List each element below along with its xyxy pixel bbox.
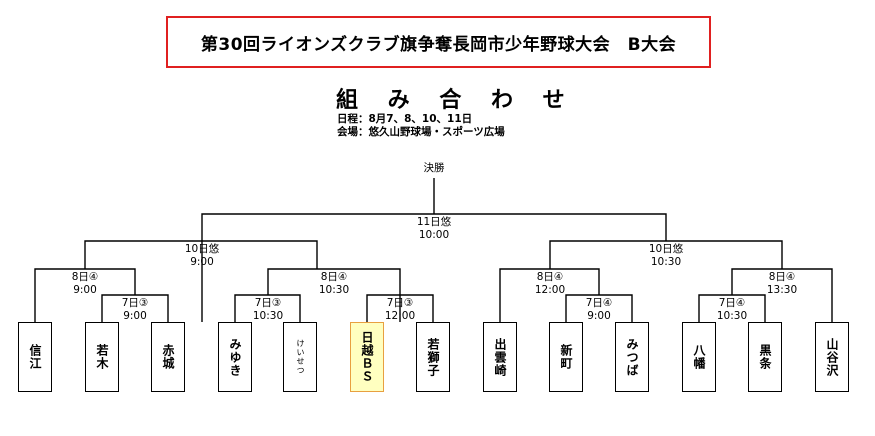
team-name: 八幡 bbox=[692, 344, 706, 370]
semi-left-line bbox=[84, 240, 318, 269]
r1-line bbox=[101, 294, 169, 322]
r4-date: 7日④ bbox=[585, 297, 613, 309]
semi-right-time: 10:30 bbox=[650, 256, 682, 268]
bracket-heading: 組 み 合 わ せ bbox=[336, 88, 576, 113]
team-box-nobue: 信江 bbox=[18, 322, 52, 392]
q4-line bbox=[731, 268, 833, 322]
team-box-miyuki: みゆき bbox=[218, 322, 252, 392]
r3-date: 7日③ bbox=[386, 297, 414, 309]
r5-line bbox=[698, 294, 766, 322]
team-name: みゆき bbox=[228, 337, 242, 377]
r5-date: 7日④ bbox=[718, 297, 746, 309]
team-box-wakagi: 若木 bbox=[85, 322, 119, 392]
q3-line bbox=[499, 268, 600, 322]
q4-time: 13:30 bbox=[766, 284, 798, 296]
team-name: 新町 bbox=[559, 344, 573, 370]
team-name: みつば bbox=[625, 337, 639, 377]
r3-line bbox=[366, 294, 434, 322]
semi-right-label: 10日悠 10:30 bbox=[649, 243, 683, 269]
final-line bbox=[201, 178, 667, 322]
team-box-izumozaki: 出雲崎 bbox=[483, 322, 517, 392]
team-box-kurojo: 黒条 bbox=[748, 322, 782, 392]
final-match-label: 11日悠 10:00 bbox=[417, 216, 451, 242]
q1-line bbox=[34, 268, 136, 322]
team-box-mitsuba: みつば bbox=[615, 322, 649, 392]
tournament-title-box: 第30回ライオンズクラブ旗争奪長岡市少年野球大会 B大会 bbox=[166, 16, 711, 68]
team-box-yahata: 八幡 bbox=[682, 322, 716, 392]
q3-time: 12:00 bbox=[534, 284, 566, 296]
r2-line bbox=[234, 294, 301, 322]
final-label: 決勝 bbox=[423, 162, 445, 174]
semi-right-date: 10日悠 bbox=[648, 243, 684, 255]
r4-time: 9:00 bbox=[587, 310, 611, 322]
semi-left-label: 10日悠 9:00 bbox=[185, 243, 219, 269]
r5-label: 7日④ 10:30 bbox=[717, 297, 747, 323]
team-name: 若獅子 bbox=[426, 337, 440, 377]
team-box-nichietsu-bs: 日越ＢＳ bbox=[350, 322, 384, 392]
team-box-yamayazawa: 山谷沢 bbox=[815, 322, 849, 392]
q1-time: 9:00 bbox=[73, 284, 97, 296]
semi-left-time: 9:00 bbox=[190, 256, 214, 268]
team-name: 黒条 bbox=[758, 344, 772, 370]
schedule-text: 日程：8月7、8、10、11日 bbox=[337, 113, 473, 125]
venue-text: 会場：悠久山野球場・スポーツ広場 bbox=[337, 126, 505, 138]
team-box-wakajishi: 若獅子 bbox=[416, 322, 450, 392]
r1-label: 7日③ 9:00 bbox=[122, 297, 149, 323]
r1-date: 7日③ bbox=[121, 297, 149, 309]
team-box-shinmachi: 新町 bbox=[549, 322, 583, 392]
team-box-akagi: 赤城 bbox=[151, 322, 185, 392]
q2-label: 8日④ 10:30 bbox=[319, 271, 349, 297]
q4-label: 8日④ 13:30 bbox=[767, 271, 797, 297]
q3-label: 8日④ 12:00 bbox=[535, 271, 565, 297]
final-date: 11日悠 bbox=[416, 216, 452, 228]
team-name: 出雲崎 bbox=[493, 337, 507, 377]
final-time: 10:00 bbox=[418, 229, 450, 241]
q2-date: 8日④ bbox=[320, 271, 348, 283]
semi-left-date: 10日悠 bbox=[184, 243, 220, 255]
r1-time: 9:00 bbox=[123, 310, 147, 322]
team-name: 日越ＢＳ bbox=[360, 331, 374, 383]
team-name: けいせつ bbox=[296, 339, 305, 375]
q3-date: 8日④ bbox=[536, 271, 564, 283]
semi-right-line bbox=[549, 240, 783, 269]
r5-time: 10:30 bbox=[716, 310, 748, 322]
r2-time: 10:30 bbox=[252, 310, 284, 322]
team-box-keisetsu: けいせつ bbox=[283, 322, 317, 392]
tournament-title: 第30回ライオンズクラブ旗争奪長岡市少年野球大会 B大会 bbox=[200, 34, 677, 55]
q2-time: 10:30 bbox=[318, 284, 350, 296]
team-name: 山谷沢 bbox=[825, 337, 839, 377]
r4-label: 7日④ 9:00 bbox=[586, 297, 613, 323]
team-name: 信江 bbox=[28, 344, 42, 370]
team-name: 赤城 bbox=[161, 344, 175, 370]
r4-line bbox=[565, 294, 633, 322]
q1-label: 8日④ 9:00 bbox=[72, 271, 99, 297]
q4-date: 8日④ bbox=[768, 271, 796, 283]
team-name: 若木 bbox=[95, 344, 109, 370]
r2-label: 7日③ 10:30 bbox=[253, 297, 283, 323]
r2-date: 7日③ bbox=[254, 297, 282, 309]
r3-label: 7日③ 12:00 bbox=[385, 297, 415, 323]
r3-time: 12:00 bbox=[384, 310, 416, 322]
q1-date: 8日④ bbox=[71, 271, 99, 283]
